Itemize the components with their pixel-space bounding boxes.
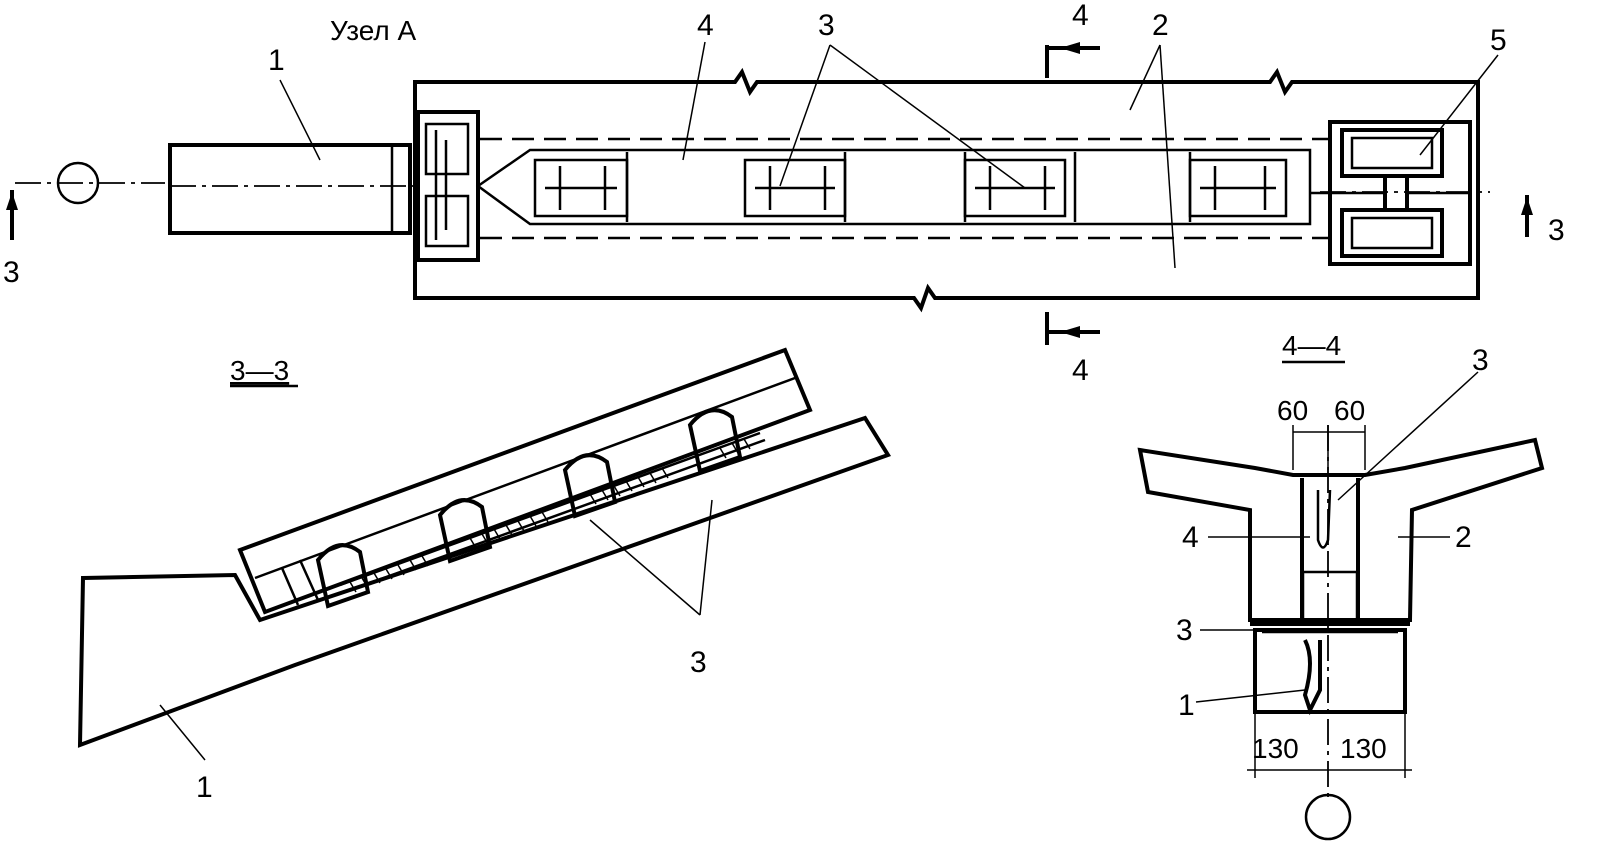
threaded-rod bbox=[339, 431, 761, 587]
section-4-4-callout-4: 4 bbox=[1182, 521, 1199, 554]
plan-callout-4: 4 bbox=[697, 9, 714, 42]
section-3-3: 3—3 3 1 bbox=[77, 347, 892, 804]
section-mark-4-top: 4 bbox=[1072, 0, 1089, 32]
beam-outline bbox=[413, 67, 1480, 313]
drawing-title: Узел А bbox=[330, 15, 416, 46]
end-anchor-element-5 bbox=[1310, 120, 1472, 266]
couplers-element-3 bbox=[315, 408, 743, 609]
plan-callout-3: 3 bbox=[818, 9, 835, 42]
section-3-3-callout-3: 3 bbox=[690, 646, 707, 679]
section-mark-3-right: 3 bbox=[1548, 214, 1565, 247]
axis-marker-circle-bottom bbox=[1304, 793, 1352, 841]
plan-callout-1: 1 bbox=[268, 44, 285, 77]
axis-marker-circle bbox=[56, 161, 100, 205]
plan-view: 3 3 4 4 1 4 3 2 5 bbox=[3, 0, 1565, 387]
dim-top-right: 60 bbox=[1334, 395, 1365, 426]
section-mark-3-left: 3 bbox=[3, 256, 20, 289]
plan-callout-2: 2 bbox=[1152, 9, 1169, 42]
dim-top-left: 60 bbox=[1277, 395, 1308, 426]
dim-bottom-left: 130 bbox=[1252, 733, 1299, 764]
upper-slab-element-2 bbox=[1137, 437, 1545, 622]
section-3-3-callout-1: 1 bbox=[196, 771, 213, 804]
section-4-4-callout-3-mid: 3 bbox=[1176, 614, 1193, 647]
lower-column-element-1 bbox=[1253, 628, 1407, 714]
dim-bottom-right: 130 bbox=[1340, 733, 1387, 764]
section-3-3-title: 3—3 bbox=[230, 355, 289, 386]
plan-callout-5: 5 bbox=[1490, 24, 1507, 57]
section-4-4-callout-2: 2 bbox=[1455, 521, 1472, 554]
column-element-1 bbox=[168, 143, 412, 235]
section-4-4-callout-3-top: 3 bbox=[1472, 344, 1489, 377]
grouted-channel bbox=[475, 148, 1312, 226]
section-4-4-title: 4—4 bbox=[1282, 330, 1341, 361]
inclined-beam bbox=[237, 347, 813, 615]
concrete-slab-element-1 bbox=[77, 415, 892, 748]
section-4-4-callout-1: 1 bbox=[1178, 689, 1195, 722]
section-4-4: 4—4 60 60 130 130 3 4 2 bbox=[1137, 330, 1545, 841]
section-mark-4-bottom: 4 bbox=[1072, 354, 1089, 387]
plan-connectors bbox=[533, 158, 1288, 218]
